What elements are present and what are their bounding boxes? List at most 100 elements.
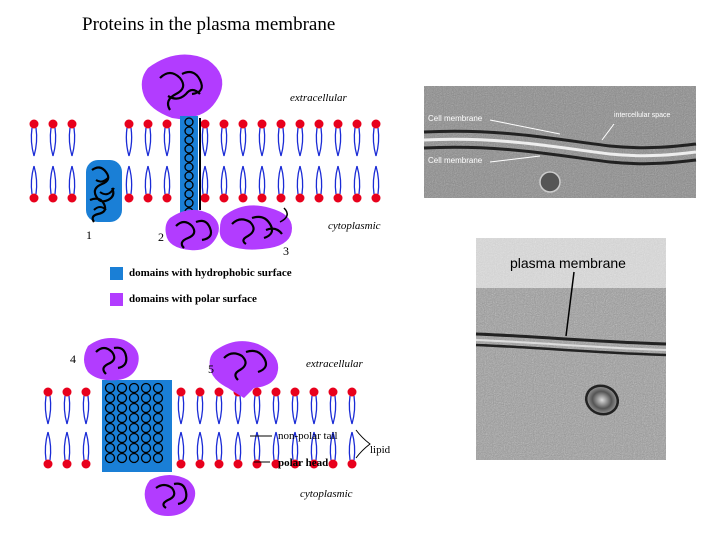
- lipid-molecule: [48, 119, 58, 203]
- helix-turn: [116, 392, 128, 404]
- helix-turn: [184, 117, 194, 127]
- lipid-molecule: [333, 119, 343, 203]
- helix-turn: [140, 382, 152, 394]
- helix-turn: [104, 442, 116, 454]
- lipid-molecule: [252, 387, 262, 469]
- lipid-molecule: [124, 119, 134, 203]
- helix-turn: [116, 402, 128, 414]
- legend-hydrophobic-text: domains with hydrophobic surface: [129, 267, 292, 279]
- helix-turn: [140, 422, 152, 434]
- lipid-molecule: [143, 119, 153, 203]
- bottom-cytoplasmic-label: cytoplasmic: [300, 488, 353, 500]
- helix-turn: [128, 392, 140, 404]
- hydrophobic-swatch: [110, 266, 123, 280]
- protein-5: [209, 341, 279, 398]
- lipid-molecule: [162, 119, 172, 203]
- legend-polar: domains with polar surface: [110, 292, 257, 306]
- top-cytoplasmic-label: cytoplasmic: [328, 220, 381, 232]
- helix-turn: [152, 432, 164, 444]
- lipid-molecule: [347, 387, 357, 469]
- helix-turn: [184, 180, 194, 190]
- micro-cell-membrane-top: Cell membrane: [428, 114, 483, 123]
- lipid-molecule: [314, 119, 324, 203]
- helix-turn: [152, 452, 164, 464]
- lipid-molecule: [352, 119, 362, 203]
- plasma-membrane-label: plasma membrane: [510, 255, 626, 271]
- page-title: Proteins in the plasma membrane: [82, 14, 336, 35]
- nonpolar-tail-label: non-polar tail: [278, 430, 338, 442]
- helix-turn: [140, 402, 152, 414]
- lipid-molecule: [219, 119, 229, 203]
- helix-turn: [152, 392, 164, 404]
- helix-turn: [184, 171, 194, 181]
- helix-turn: [104, 402, 116, 414]
- helix-turn: [104, 422, 116, 434]
- helix-turn: [140, 412, 152, 424]
- top-lipid-bilayer: [29, 119, 381, 203]
- helix-turn: [184, 189, 194, 199]
- helix-turn: [140, 432, 152, 444]
- lipid-label: lipid: [370, 444, 391, 456]
- helix-turn: [140, 452, 152, 464]
- protein-2: [141, 54, 223, 251]
- helix-turn: [184, 153, 194, 163]
- helix-turn: [128, 382, 140, 394]
- lipid-molecule: [29, 119, 39, 203]
- helix-turn: [128, 442, 140, 454]
- lipid-molecule: [328, 387, 338, 469]
- lipid-molecule: [200, 119, 210, 203]
- helix-turn: [152, 442, 164, 454]
- lipid-molecule: [290, 387, 300, 469]
- micro-intercellular-space: intercellular space: [614, 112, 671, 119]
- lipid-molecule: [214, 387, 224, 469]
- protein-number-5: 5: [208, 362, 214, 376]
- lipid-molecule: [276, 119, 286, 203]
- helix-turn: [128, 422, 140, 434]
- helix-turn: [152, 402, 164, 414]
- helix-turn: [152, 422, 164, 434]
- helix-turn: [116, 382, 128, 394]
- protein-number-2: 2: [158, 230, 164, 244]
- helix-turn: [140, 392, 152, 404]
- lipid-molecule: [238, 119, 248, 203]
- helix-turn: [116, 422, 128, 434]
- helix-turn: [104, 392, 116, 404]
- polar-head-label: polar head: [278, 457, 329, 469]
- helix-turn: [116, 452, 128, 464]
- helix-turn: [184, 126, 194, 136]
- helix-turn: [128, 452, 140, 464]
- protein-number-3: 3: [283, 244, 289, 258]
- polar-swatch: [110, 292, 123, 306]
- lipid-molecule: [195, 387, 205, 469]
- helix-turn: [184, 144, 194, 154]
- helix-turn: [128, 432, 140, 444]
- lipid-molecule: [176, 387, 186, 469]
- helix-turn: [140, 442, 152, 454]
- protein-4: [84, 338, 196, 516]
- helix-turn: [104, 432, 116, 444]
- protein-number-4: 4: [70, 352, 76, 366]
- protein-3: [219, 205, 292, 250]
- helix-turn: [184, 198, 194, 208]
- lipid-molecule: [43, 387, 53, 469]
- lipid-molecule: [309, 387, 319, 469]
- helix-turn: [104, 412, 116, 424]
- helix-turn: [128, 402, 140, 414]
- lipid-molecule: [67, 119, 77, 203]
- helix-turn: [184, 135, 194, 145]
- lipid-molecule: [271, 387, 281, 469]
- lipid-molecule: [62, 387, 72, 469]
- helix-turn: [116, 432, 128, 444]
- protein-number-1: 1: [86, 228, 92, 242]
- lipid-brace: [355, 429, 371, 459]
- legend-hydrophobic: domains with hydrophobic surface: [110, 266, 292, 280]
- protein-1: [86, 160, 122, 223]
- micro-cell-membrane-bottom: Cell membrane: [428, 156, 483, 165]
- helix-turn: [128, 412, 140, 424]
- lipid-molecule: [257, 119, 267, 203]
- helix-turn: [116, 412, 128, 424]
- helix-turn: [152, 382, 164, 394]
- lipid-molecule: [371, 119, 381, 203]
- helix-turn: [116, 442, 128, 454]
